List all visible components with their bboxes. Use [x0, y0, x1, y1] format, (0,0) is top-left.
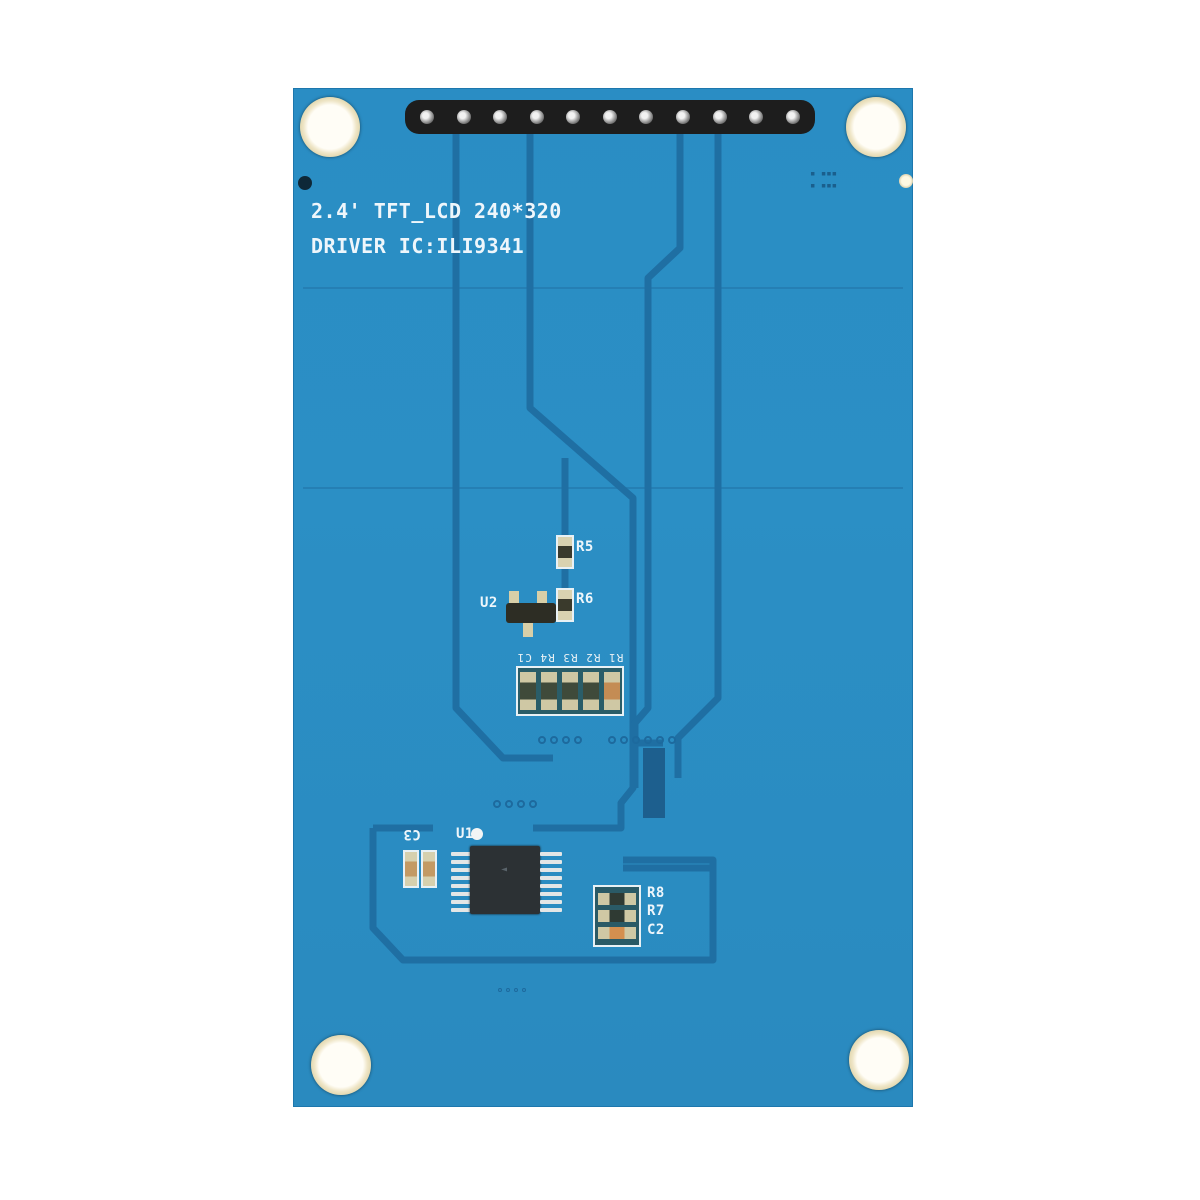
sot23-pad — [523, 623, 533, 637]
sot23-pad — [509, 591, 519, 605]
pcb-board: ▪ ▪▪▪▪ ▪▪▪ 2.4' TFT_LCD 240*320 DRIVER I… — [293, 88, 913, 1107]
header-pin — [566, 110, 581, 124]
sot23-pad — [537, 591, 547, 605]
resistor-r8 — [598, 892, 636, 905]
pin1-marker — [471, 828, 483, 840]
mounting-hole-top-right — [846, 97, 906, 157]
copper-traces — [303, 133, 903, 964]
pin-header — [405, 100, 815, 134]
touch-controller-ic-u1: ◄ — [470, 846, 540, 914]
alignment-hole-left — [298, 176, 312, 190]
resistor-r4 — [582, 672, 599, 710]
ic-pins-left — [451, 852, 473, 912]
header-pin — [712, 110, 727, 124]
resistor-r5 — [556, 535, 574, 569]
c2-label: C2 — [647, 922, 665, 938]
resistor-array — [516, 666, 624, 716]
header-pin — [456, 110, 471, 124]
via-row — [493, 800, 537, 808]
capacitor-c3b — [421, 850, 437, 888]
driver-ic-label: DRIVER IC:ILI9341 — [311, 234, 525, 258]
r6-label: R6 — [576, 591, 594, 607]
via-row — [608, 736, 676, 744]
mounting-hole-bottom-right — [849, 1030, 909, 1090]
capacitor-c1 — [603, 672, 620, 710]
capacitor-c2 — [598, 927, 636, 940]
u2-label: U2 — [480, 595, 498, 611]
transistor-u2 — [506, 603, 556, 623]
r7-label: R7 — [647, 903, 665, 919]
module-title-label: 2.4' TFT_LCD 240*320 — [311, 199, 562, 223]
resistor-stack-r8-r7-c2 — [593, 885, 641, 947]
ic-pins-right — [540, 852, 562, 912]
mounting-hole-bottom-left — [311, 1035, 371, 1095]
via-row — [498, 988, 526, 992]
alignment-hole-right — [899, 174, 913, 188]
mounting-hole-top-left — [300, 97, 360, 157]
resistor-r1 — [520, 672, 537, 710]
header-pin — [420, 110, 435, 124]
ic-logo-icon: ◄ — [500, 864, 508, 875]
header-pin — [675, 110, 690, 124]
header-pin — [749, 110, 764, 124]
header-pin — [785, 110, 800, 124]
capacitor-c3a — [403, 850, 419, 888]
c3-label: C3 — [403, 826, 421, 842]
resistor-array-labels: R1 R2 R3 R4 C1 — [516, 651, 624, 664]
r8-label: R8 — [647, 885, 665, 901]
header-pin — [639, 110, 654, 124]
header-pin — [602, 110, 617, 124]
header-pin — [493, 110, 508, 124]
via-row — [538, 736, 582, 744]
resistor-r6 — [556, 588, 574, 622]
header-pin — [529, 110, 544, 124]
r5-label: R5 — [576, 539, 594, 555]
u1-label: U1 — [456, 826, 474, 842]
resistor-r7 — [598, 909, 636, 922]
resistor-r2 — [541, 672, 558, 710]
resistor-r3 — [561, 672, 578, 710]
jumper-marks: ▪ ▪▪▪▪ ▪▪▪ — [810, 169, 838, 191]
